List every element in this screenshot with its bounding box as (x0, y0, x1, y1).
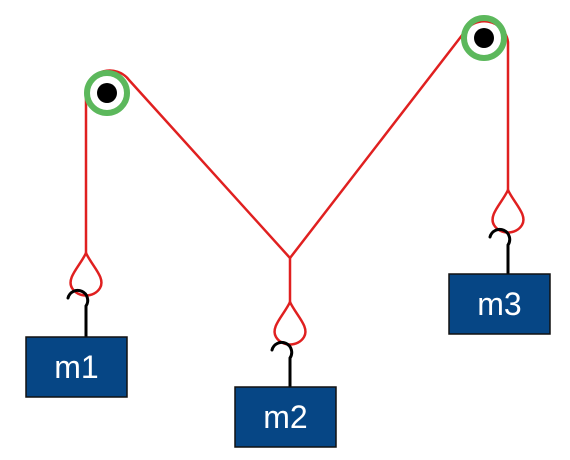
mass-m2: m2 (234, 386, 337, 448)
right-pulley (461, 15, 507, 61)
pulley-axle (474, 28, 494, 48)
hooks (66, 227, 512, 388)
mass-block (25, 336, 128, 398)
rope-loop-left (69, 250, 103, 297)
mass-m1: m1 (25, 336, 128, 398)
rope-left-segment (84, 69, 292, 305)
rope-loop-middle (273, 299, 307, 346)
hook-m1 (66, 288, 90, 338)
mass-label: m2 (263, 399, 307, 435)
left-pulley (84, 70, 130, 116)
rope-loop-right (491, 187, 525, 234)
mass-block (234, 386, 337, 448)
pulley-ring (84, 70, 130, 116)
hook-m2 (270, 340, 294, 388)
mass-label: m1 (54, 349, 98, 385)
mass-label: m3 (477, 286, 521, 322)
pulley-axle (97, 83, 117, 103)
hook-m3 (488, 227, 512, 275)
rope (84, 20, 510, 305)
pulley-ring (461, 15, 507, 61)
mass-block (448, 273, 551, 335)
mass-m3: m3 (448, 273, 551, 335)
